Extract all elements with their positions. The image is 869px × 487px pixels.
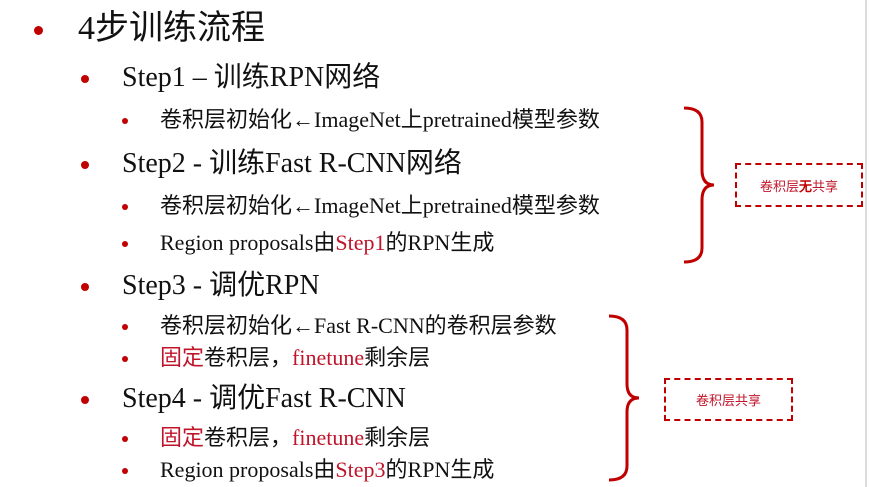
- bullet-icon: [122, 468, 128, 474]
- annotation-box-share: 卷积层共享: [664, 378, 793, 421]
- slide-title: 4步训练流程: [78, 10, 265, 47]
- bullet-icon: [34, 26, 43, 35]
- bullet-icon: [122, 118, 128, 124]
- bullet-icon: [81, 161, 89, 169]
- annotation-box-no-share: 卷积层无共享: [735, 163, 863, 207]
- annotation-text: 卷积层: [759, 179, 799, 195]
- item-text: 固定卷积层，finetune剩余层: [160, 425, 431, 450]
- bullet-icon: [122, 324, 128, 330]
- item-text: 卷积层初始化←ImageNet上pretrained模型参数: [160, 107, 600, 132]
- bullet-icon: [81, 75, 89, 83]
- item-text: Region proposals由Step1的RPN生成: [160, 230, 495, 255]
- right-brace-icon: [608, 314, 640, 482]
- slide-right-edge: [865, 0, 867, 487]
- bullet-icon: [122, 436, 128, 442]
- annotation-text: 卷积层共享: [695, 394, 761, 409]
- bullet-icon: [122, 204, 128, 210]
- step-heading-text: Step1 – 训练RPN网络: [122, 62, 381, 93]
- bullet-icon: [122, 241, 128, 247]
- annotation-text: 共享: [812, 179, 839, 195]
- step-heading-text: Step4 - 调优Fast R-CNN: [122, 383, 406, 414]
- item-text: 卷积层初始化←ImageNet上pretrained模型参数: [160, 193, 600, 218]
- bullet-icon: [81, 396, 89, 404]
- item-text: 固定卷积层，finetune剩余层: [160, 345, 431, 370]
- item-text: Region proposals由Step3的RPN生成: [160, 457, 495, 482]
- right-brace-icon: [683, 106, 715, 264]
- item-text: 卷积层初始化←Fast R-CNN的卷积层参数: [160, 313, 557, 338]
- step-heading-text: Step3 - 调优RPN: [122, 270, 320, 301]
- annotation-emphasis: 无: [798, 179, 812, 195]
- bullet-icon: [122, 356, 128, 362]
- bullet-icon: [81, 283, 89, 291]
- step-heading-text: Step2 - 训练Fast R-CNN网络: [122, 148, 462, 179]
